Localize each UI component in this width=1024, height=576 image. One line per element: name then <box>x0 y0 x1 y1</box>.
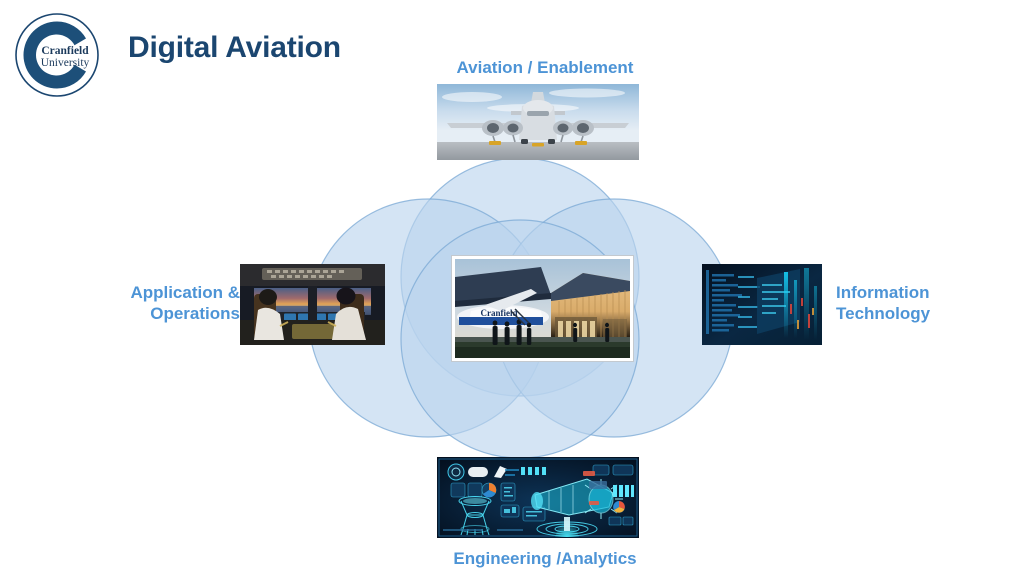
cranfield-university-logo: Cranfield University <box>14 12 100 98</box>
label-application-operations-line1: Application & <box>130 283 240 302</box>
label-engineering-analytics: Engineering /Analytics <box>453 549 637 568</box>
label-information-technology: Information Technology <box>836 282 1011 325</box>
aircraft-livery-text: Cranfield <box>481 308 518 318</box>
c17-military-transport-aircraft-photo <box>437 84 639 160</box>
cranfield-dartec-building-photo: Cranfield <box>452 256 633 361</box>
label-information-technology-line1: Information <box>836 283 930 302</box>
digital-twin-jet-engine-hologram-photo <box>437 457 639 538</box>
airliner-cockpit-pilots-photo <box>240 264 385 345</box>
label-information-technology-line2: Technology <box>836 304 931 324</box>
data-code-visualisation-photo <box>702 264 822 345</box>
logo-wordmark: Cranfield University <box>41 45 90 69</box>
label-aviation-enablement: Aviation / Enablement <box>456 58 634 77</box>
logo-line1: Cranfield <box>41 45 89 57</box>
label-application-operations-line2: Operations <box>150 304 240 324</box>
label-application-operations: Application & Operations <box>80 282 240 325</box>
page-title: Digital Aviation <box>128 31 341 64</box>
logo-line2: University <box>41 57 90 69</box>
